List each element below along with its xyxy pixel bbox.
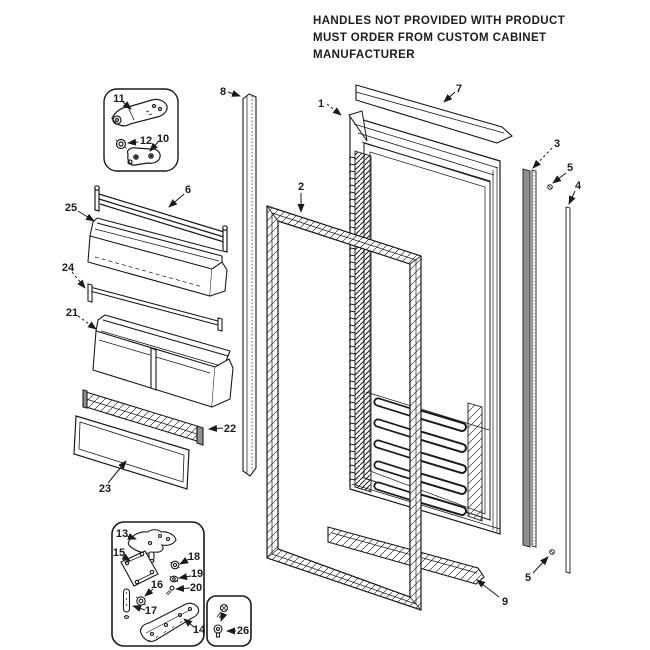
screw-lower [549,549,555,555]
part-trim-insert [82,389,204,446]
part-shelf-bar [87,283,223,332]
part-bottom-hinge-plate [140,602,200,643]
bottom-hinge-parts-box [111,521,205,647]
door-slots-left [373,397,415,501]
leader-10 [149,141,159,152]
callout-11: 11 [113,93,125,105]
callout-10: 10 [157,133,169,145]
grommet-parts-box [206,595,252,647]
leader-6 [168,193,185,208]
door-slots-right [417,410,467,516]
leader-23 [107,460,127,484]
callout-19: 19 [191,568,203,580]
callout-8: 8 [220,86,226,98]
part-left-trim [242,93,257,477]
callout-5-bottom: 5 [525,572,531,584]
screw-upper [547,184,553,190]
part-door-gasket [266,205,422,611]
callout-21: 21 [66,307,78,319]
callout-20: 20 [190,582,202,594]
callout-22: 22 [224,423,236,435]
header-line-1: HANDLES NOT PROVIDED WITH PRODUCT [313,15,565,27]
leader-5-bottom [532,556,549,574]
part-door-bin-divided [92,314,234,408]
top-hinge-parts-box [103,88,179,172]
leader-4 [568,190,576,205]
leader-7 [443,91,456,103]
leader-13 [126,533,137,540]
leader-11 [122,101,132,110]
leader-18 [179,557,190,565]
part-hinge-screw [165,585,175,596]
callout-24: 24 [62,262,75,274]
callout-13: 13 [116,528,128,540]
callout-17: 17 [145,605,157,617]
leader-3 [532,147,553,169]
leader-12 [127,138,139,146]
callout-6: 6 [185,184,191,196]
leader-lines [71,90,576,635]
part-shelf-rail [94,185,228,253]
part-lower-panel [73,415,190,490]
part-hinge-washer [115,138,127,150]
callout-1: 1 [318,98,324,110]
callout-12: 12 [140,135,152,147]
callout-4: 4 [575,180,582,192]
callout-9: 9 [502,596,508,608]
callout-15: 15 [113,547,125,559]
leader-1 [326,103,342,116]
leader-20 [175,584,191,592]
leader-25 [77,210,95,222]
callout-14: 14 [193,624,206,636]
leader-19 [178,573,192,581]
leader-9 [476,579,500,598]
header-line-3: MANUFACTURER [313,49,415,61]
part-top-trim [355,84,513,144]
leader-21 [77,315,97,330]
leader-22 [208,424,224,432]
part-lock-washer [169,575,179,583]
part-door-panel [348,110,501,535]
callout-7: 7 [456,83,462,95]
callout-labels: 1 2 3 4 5 5 6 7 8 9 10 11 12 13 14 15 16… [62,83,582,637]
part-screw-26 [216,603,229,619]
callout-18: 18 [188,551,200,563]
callout-16: 16 [151,579,163,591]
leader-17 [132,605,146,612]
part-hinge-cam [126,147,161,166]
header-note: HANDLES NOT PROVIDED WITH PRODUCT MUST O… [313,15,565,61]
part-hinge-nut [169,560,181,570]
leader-15 [121,553,131,562]
part-door-bin [87,217,228,297]
leader-5-top [552,172,567,184]
callout-3: 3 [554,138,560,150]
part-hinge-pin [122,588,131,619]
callout-25: 25 [65,202,77,214]
header-line-2: MUST ORDER FROM CUSTOM CABINET [313,32,546,44]
part-side-trims [522,168,571,574]
callout-23: 23 [99,483,111,495]
leader-24 [71,271,86,289]
callout-26: 26 [237,625,249,637]
part-washer [135,596,147,606]
callout-2: 2 [298,181,304,193]
leader-8 [227,90,241,97]
leader-16 [144,588,154,597]
part-grommet-26 [213,624,223,638]
callout-5-top: 5 [567,162,573,174]
leader-14 [183,618,195,628]
